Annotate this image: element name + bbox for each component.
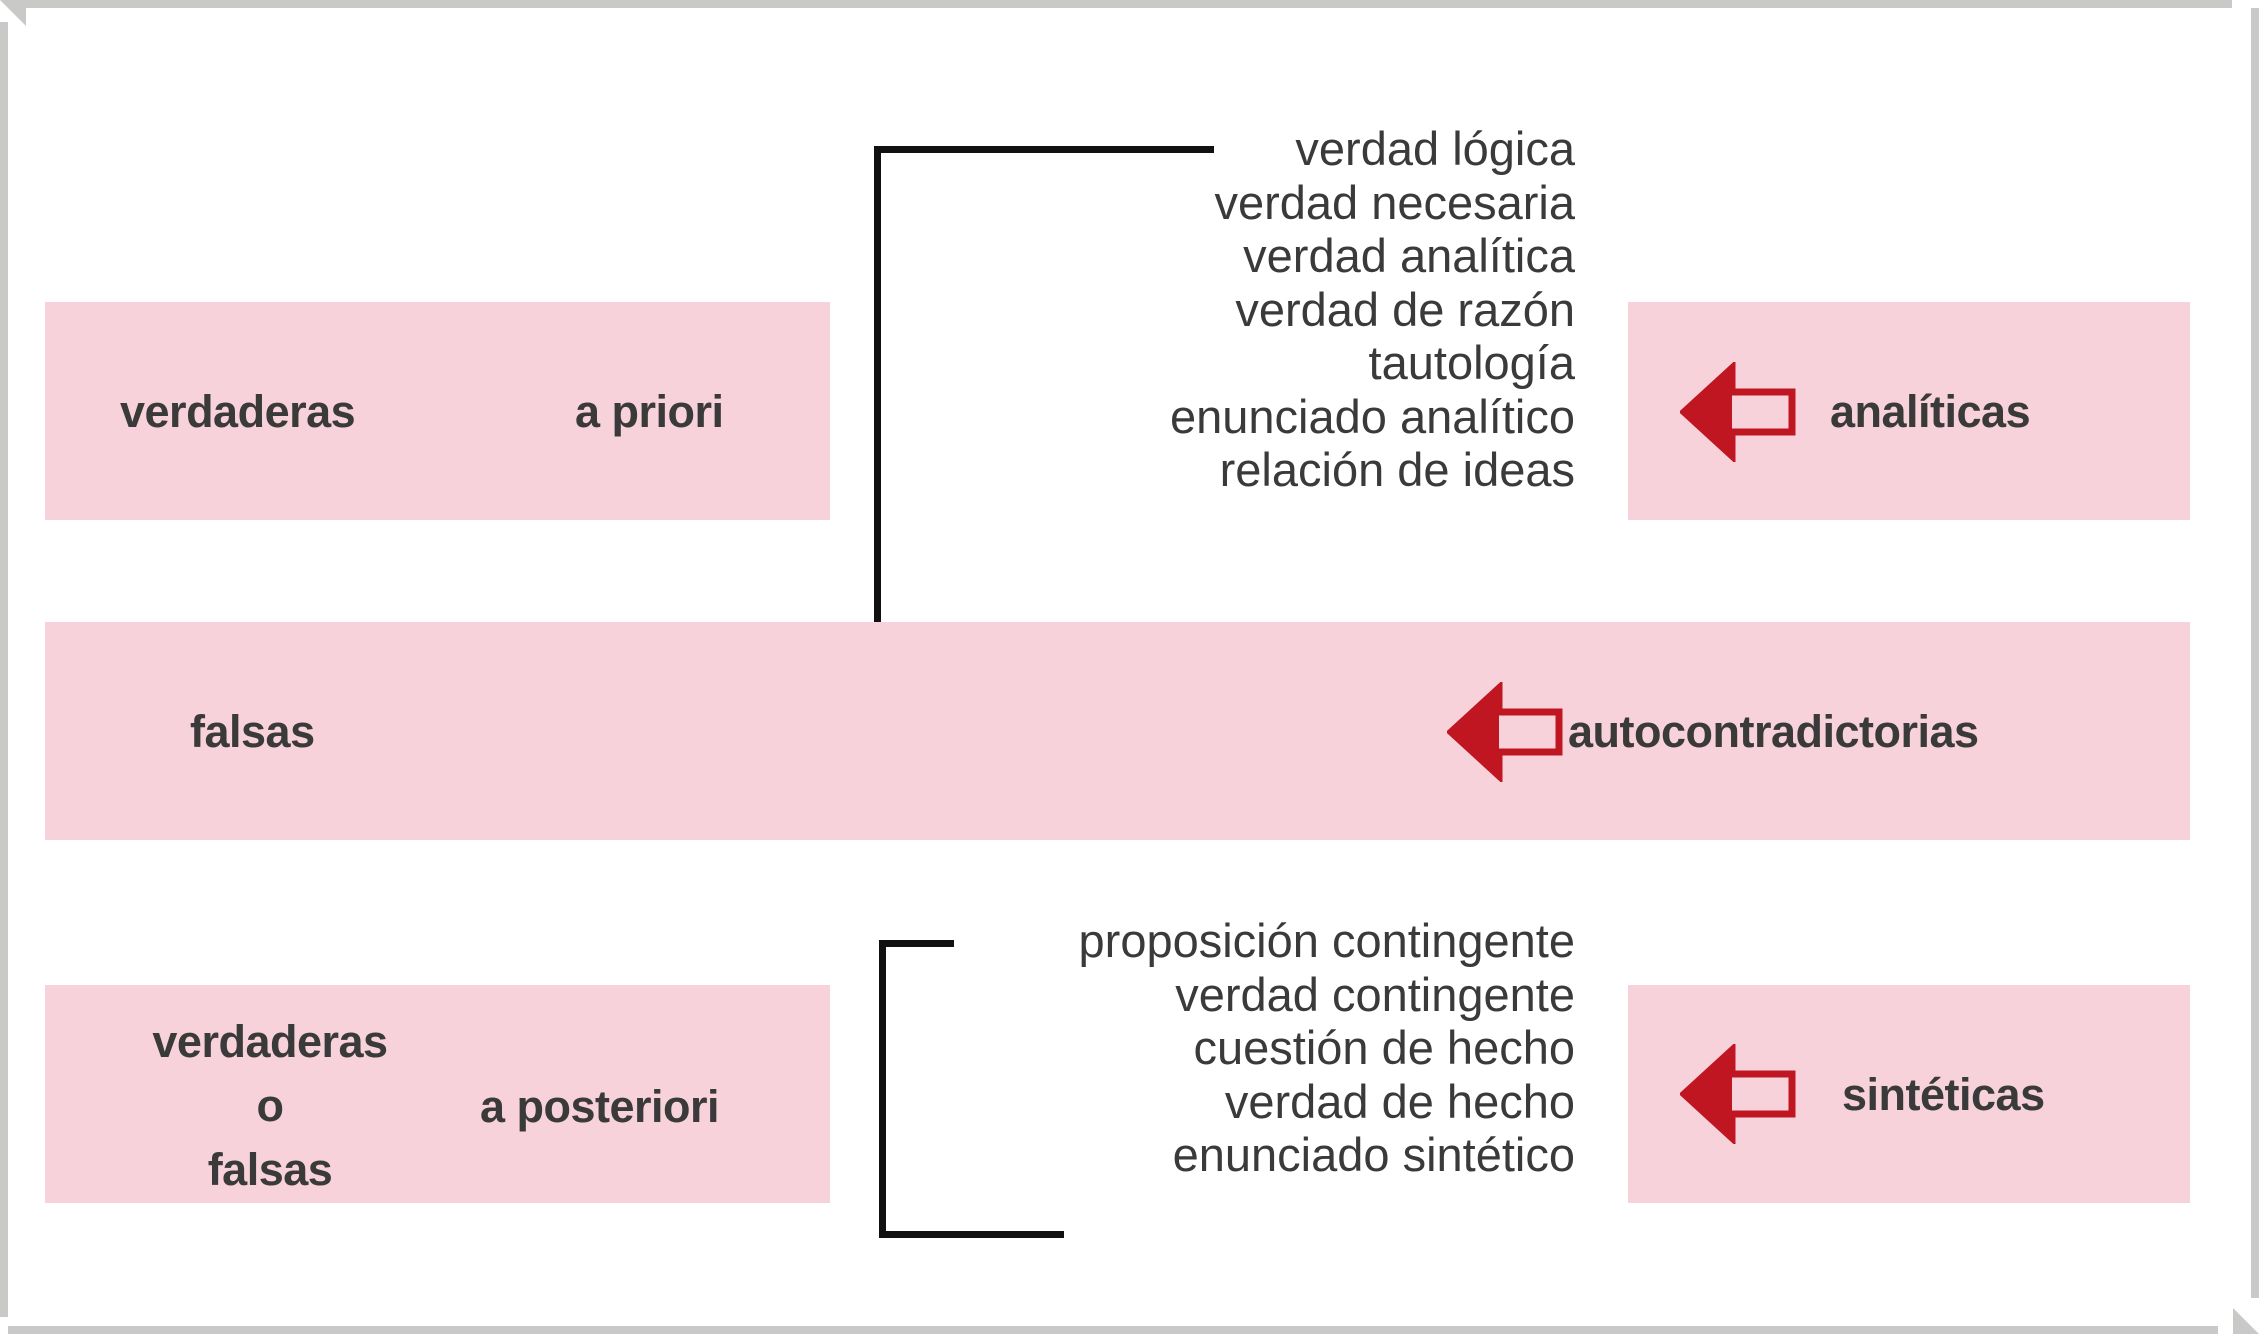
label-autocontradictorias: autocontradictorias [1568, 706, 1979, 757]
label-verdaderas-o-falsas: verdaderas o falsas [152, 1016, 388, 1195]
label-analiticas: analíticas [1830, 386, 2031, 437]
label-sinteticas: sintéticas [1842, 1069, 2045, 1120]
arrow-left-outline-icon [1678, 1042, 1798, 1146]
band-falsas [45, 622, 2190, 840]
page-fold-top-left-icon [0, 0, 26, 26]
bracket-analytic-top-arm [874, 146, 1214, 153]
bracket-synthetic-top-arm [879, 940, 954, 947]
label-falsas: falsas [190, 706, 315, 757]
label-a-priori: a priori [575, 386, 724, 437]
band-a-priori [45, 302, 830, 520]
arrow-left-outline-icon [1445, 680, 1565, 784]
arrow-left-outline-icon [1678, 360, 1798, 464]
page-fold-bottom-right-icon [2233, 1308, 2259, 1334]
label-verdaderas-apriori: verdaderas [120, 386, 356, 437]
sheet-edge-left [0, 22, 8, 1317]
list-analytic-terms: verdad lógica verdad necesaria verdad an… [1169, 122, 1575, 497]
sheet-edge-top [22, 0, 2232, 8]
bracket-analytic-spine [874, 146, 881, 758]
sheet-edge-bottom [8, 1326, 2218, 1334]
bracket-synthetic-bottom-arm [879, 1231, 1064, 1238]
band-a-posteriori [45, 985, 830, 1203]
sheet-edge-right [2251, 8, 2259, 1298]
list-synthetic-terms: proposición contingente verdad contingen… [1078, 914, 1575, 1182]
bracket-synthetic-spine [879, 940, 886, 1238]
label-a-posteriori: a posteriori [480, 1081, 720, 1132]
